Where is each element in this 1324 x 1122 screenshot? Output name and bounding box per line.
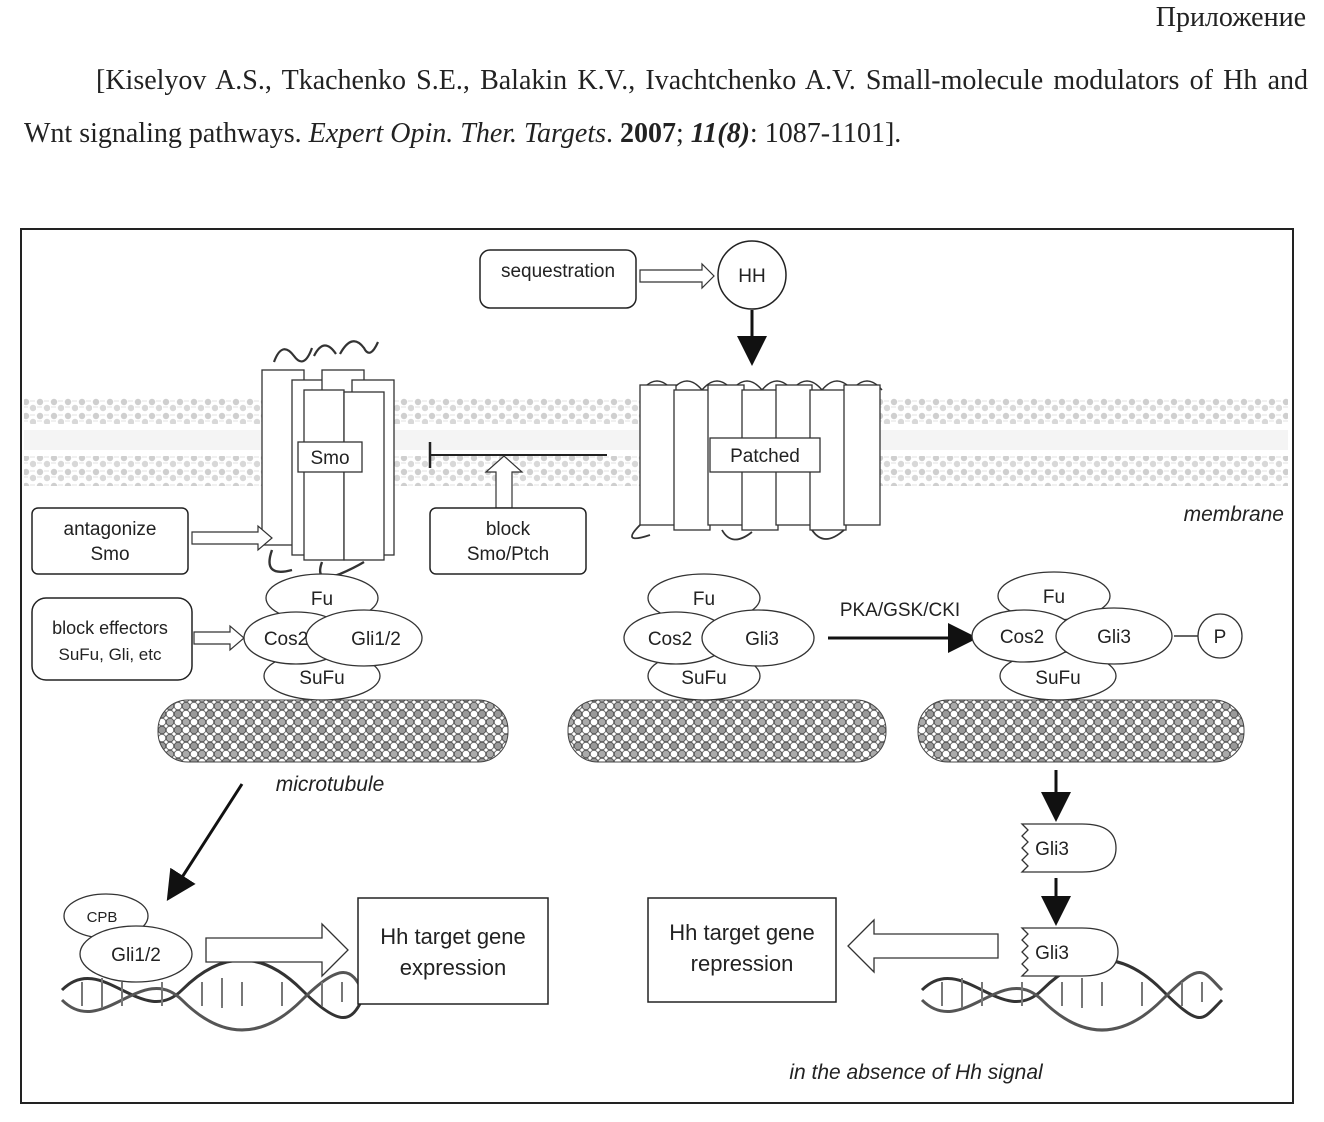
block-effectors-line2: SuFu, Gli, etc [59, 645, 162, 664]
right-cos2-label: Cos2 [1000, 627, 1044, 648]
hedgehog-pathway-figure: membrane sequestration HH Smo Patched a [20, 228, 1294, 1104]
left-sufu-label: SuFu [299, 668, 344, 689]
left-microtubule [158, 700, 508, 762]
microtubule-label: microtubule [276, 773, 385, 796]
block-label-line1: block [486, 519, 531, 540]
gli3-free-label: Gli3 [1035, 839, 1069, 860]
citation: [Kiselyov A.S., Tkachenko S.E., Balakin … [24, 54, 1308, 160]
middle-gli-label: Gli3 [745, 629, 779, 650]
middle-sufu-label: SuFu [681, 668, 726, 689]
expression-box [358, 898, 548, 1004]
membrane-label: membrane [1184, 503, 1284, 526]
block-effectors-arrow [194, 626, 244, 650]
block-label-line2: Smo/Ptch [467, 544, 549, 565]
repression-line1: Hh target gene [669, 920, 815, 945]
left-cos2-label: Cos2 [264, 629, 308, 650]
smo-label: Smo [310, 448, 349, 469]
gli3-dna-label: Gli3 [1035, 943, 1069, 964]
block-effectors-line1: block effectors [52, 618, 168, 638]
middle-fu-label: Fu [693, 589, 715, 610]
pathway-diagram: membrane sequestration HH Smo Patched a [22, 230, 1292, 1102]
kinases-label: PKA/GSK/CKI [840, 600, 960, 621]
cpb-label: CPB [87, 909, 118, 926]
expression-line1: Hh target gene [380, 924, 526, 949]
right-gli-label: Gli3 [1097, 627, 1131, 648]
activation-arrow [170, 784, 242, 896]
right-sufu-label: SuFu [1035, 668, 1080, 689]
sequestration-arrow [640, 264, 714, 288]
block-effectors-box [32, 598, 192, 680]
antagonize-label-line1: antagonize [64, 519, 157, 540]
absence-caption: in the absence of Hh signal [789, 1061, 1044, 1084]
document-header: Приложение [Kiselyov A.S., Tkachenko S.E… [0, 0, 1324, 230]
left-fu-label: Fu [311, 589, 333, 610]
repression-line2: repression [691, 951, 794, 976]
citation-volume: 11(8) [691, 118, 750, 149]
hh-label: HH [738, 266, 765, 287]
repression-arrow [848, 920, 998, 972]
middle-cos2-label: Cos2 [648, 629, 692, 650]
right-microtubule [918, 700, 1244, 762]
phosphate-label: P [1214, 627, 1227, 648]
sequestration-label: sequestration [501, 261, 615, 282]
appendix-label: Приложение [1156, 2, 1306, 34]
antagonize-label-line2: Smo [90, 544, 129, 565]
gli12-dna-label: Gli1/2 [111, 945, 161, 966]
left-gli-label: Gli1/2 [351, 629, 401, 650]
expression-arrow [206, 924, 348, 976]
citation-pages: 1087-1101]. [765, 118, 902, 149]
repression-box [648, 898, 836, 1002]
citation-journal: Expert Opin. Ther. Targets [309, 118, 606, 149]
middle-microtubule [568, 700, 886, 762]
right-fu-label: Fu [1043, 587, 1065, 608]
citation-year: 2007 [620, 118, 676, 149]
expression-line2: expression [400, 955, 506, 980]
antagonize-arrow [192, 526, 272, 550]
patched-label: Patched [730, 446, 800, 467]
